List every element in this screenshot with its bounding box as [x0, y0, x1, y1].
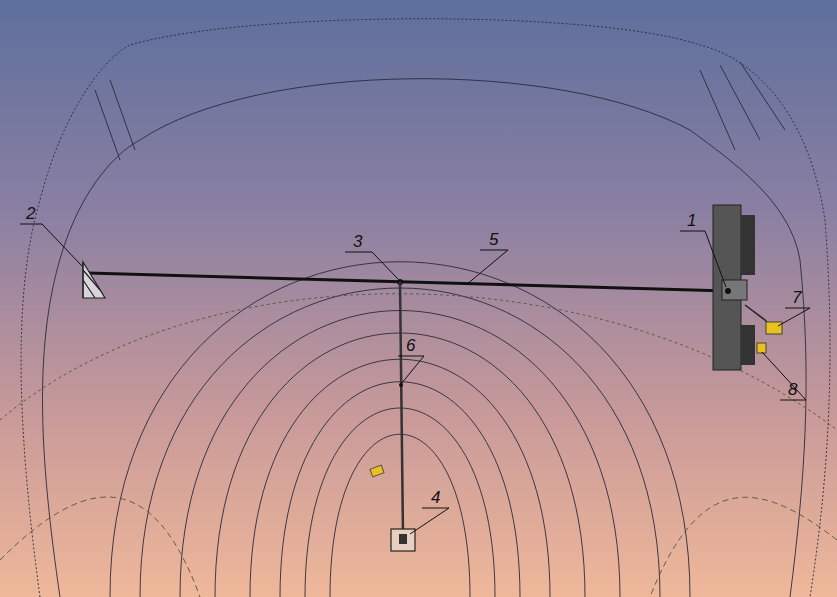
callout-number: 6 — [406, 337, 415, 354]
callout-number: 2 — [26, 205, 35, 222]
callout-number: 7 — [792, 289, 801, 306]
callout-number: 3 — [353, 233, 362, 250]
callout-number: 4 — [431, 489, 440, 506]
callout-number: 8 — [788, 381, 797, 398]
callout-number: 5 — [489, 231, 498, 248]
callout-number: 1 — [687, 212, 696, 229]
